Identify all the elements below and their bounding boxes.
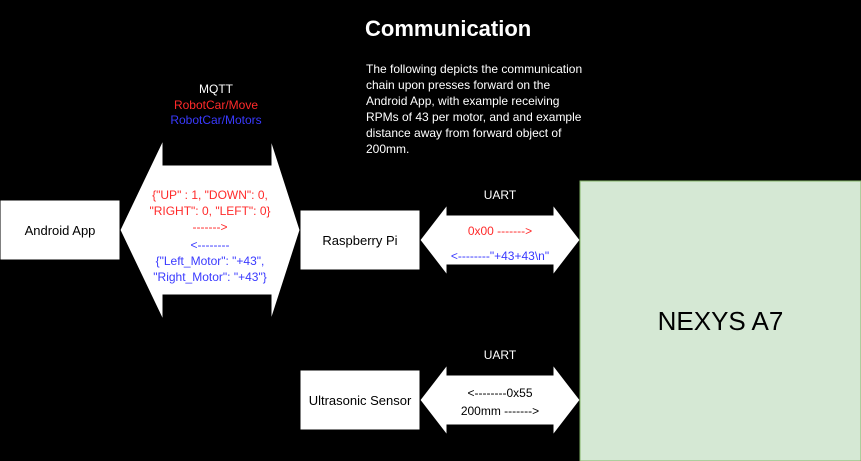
mqtt-label: MQTT xyxy=(199,82,233,96)
mqtt-topic-move: RobotCar/Move xyxy=(173,98,259,112)
uart-sensor-line2: 200mm -------> xyxy=(460,404,540,418)
mqtt-recv-arrow: <-------- xyxy=(190,238,230,252)
android-app-box xyxy=(0,199,121,261)
nexys-label: NEXYS A7 xyxy=(657,305,784,336)
uart-sensor-label: UART xyxy=(483,348,517,362)
ultrasonic-sensor-box xyxy=(299,369,421,431)
page-title: Communication xyxy=(365,16,532,41)
nexys-box xyxy=(579,180,861,461)
uart-pi-recv: <--------"+43+43\n" xyxy=(450,249,550,263)
ultrasonic-sensor-label: Ultrasonic Sensor xyxy=(308,392,412,408)
uart-pi-label: UART xyxy=(483,188,517,202)
android-app-label: Android App xyxy=(24,222,96,238)
mqtt-send-line2: "RIGHT": 0, "LEFT": 0} xyxy=(149,204,271,218)
description-text: The following depicts the communication … xyxy=(366,62,583,156)
mqtt-send-line1: {"UP" : 1, "DOWN": 0, xyxy=(152,188,268,202)
raspberry-pi-label: Raspberry Pi xyxy=(322,232,398,248)
uart-pi-double-arrow xyxy=(419,203,581,277)
mqtt-topic-motors: RobotCar/Motors xyxy=(170,113,262,127)
mqtt-recv-line2: "Right_Motor": "+43"} xyxy=(153,270,267,284)
uart-pi-send: 0x00 -------> xyxy=(467,224,533,238)
mqtt-send-arrow: -------> xyxy=(192,220,228,234)
uart-sensor-line1: <--------0x55 xyxy=(467,386,533,400)
mqtt-message-text: {"UP" : 1, "DOWN": 0, "RIGHT": 0, "LEFT"… xyxy=(130,187,290,285)
uart-sensor-message: <--------0x55 200mm -------> xyxy=(430,385,570,419)
mqtt-recv-line1: {"Left_Motor": "+43", xyxy=(155,254,265,268)
